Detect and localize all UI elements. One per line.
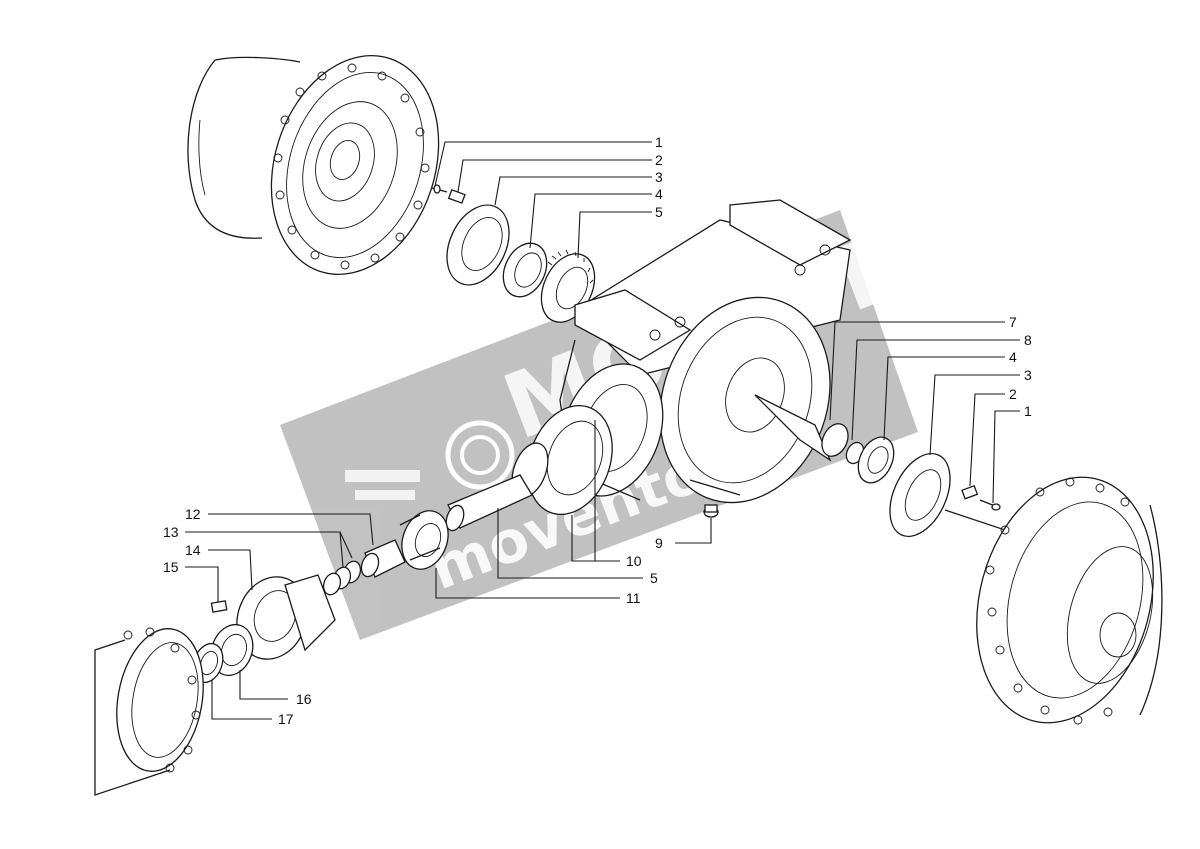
callout-16: 16 bbox=[296, 691, 312, 707]
axle-housing bbox=[559, 199, 852, 518]
callout-7-right: 7 bbox=[1009, 314, 1017, 330]
callout-5-center: 5 bbox=[650, 570, 658, 586]
watermark-logo-icon bbox=[345, 420, 515, 500]
callout-5-top: 5 bbox=[655, 204, 663, 220]
callout-13: 13 bbox=[163, 524, 179, 540]
leader-lines bbox=[185, 141, 1020, 720]
callout-1-top: 1 bbox=[655, 134, 663, 150]
callout-8-right: 8 bbox=[1024, 332, 1032, 348]
hub-bottom-left bbox=[94, 627, 204, 796]
callout-1-right: 1 bbox=[1024, 403, 1032, 419]
hub-bottom-right bbox=[976, 476, 1163, 725]
parts-center bbox=[322, 404, 613, 596]
callout-2-top: 2 bbox=[655, 152, 663, 168]
callout-labels: 1 2 3 4 5 7 8 4 3 2 1 9 10 5 11 12 13 14… bbox=[163, 134, 1032, 727]
callout-10: 10 bbox=[626, 553, 642, 569]
callout-12: 12 bbox=[185, 506, 201, 522]
callout-2-right: 2 bbox=[1009, 386, 1017, 402]
callout-4-top: 4 bbox=[655, 186, 663, 202]
callout-17: 17 bbox=[278, 711, 294, 727]
callout-15: 15 bbox=[163, 559, 179, 575]
parts-left bbox=[192, 574, 336, 684]
callout-3-top: 3 bbox=[655, 169, 663, 185]
callout-14: 14 bbox=[185, 542, 201, 558]
callout-4-right: 4 bbox=[1009, 349, 1017, 365]
callout-3-right: 3 bbox=[1024, 367, 1032, 383]
parts-right bbox=[754, 394, 1051, 546]
hub-top-left bbox=[187, 55, 440, 275]
callout-9: 9 bbox=[655, 535, 663, 551]
callout-11: 11 bbox=[626, 590, 641, 606]
